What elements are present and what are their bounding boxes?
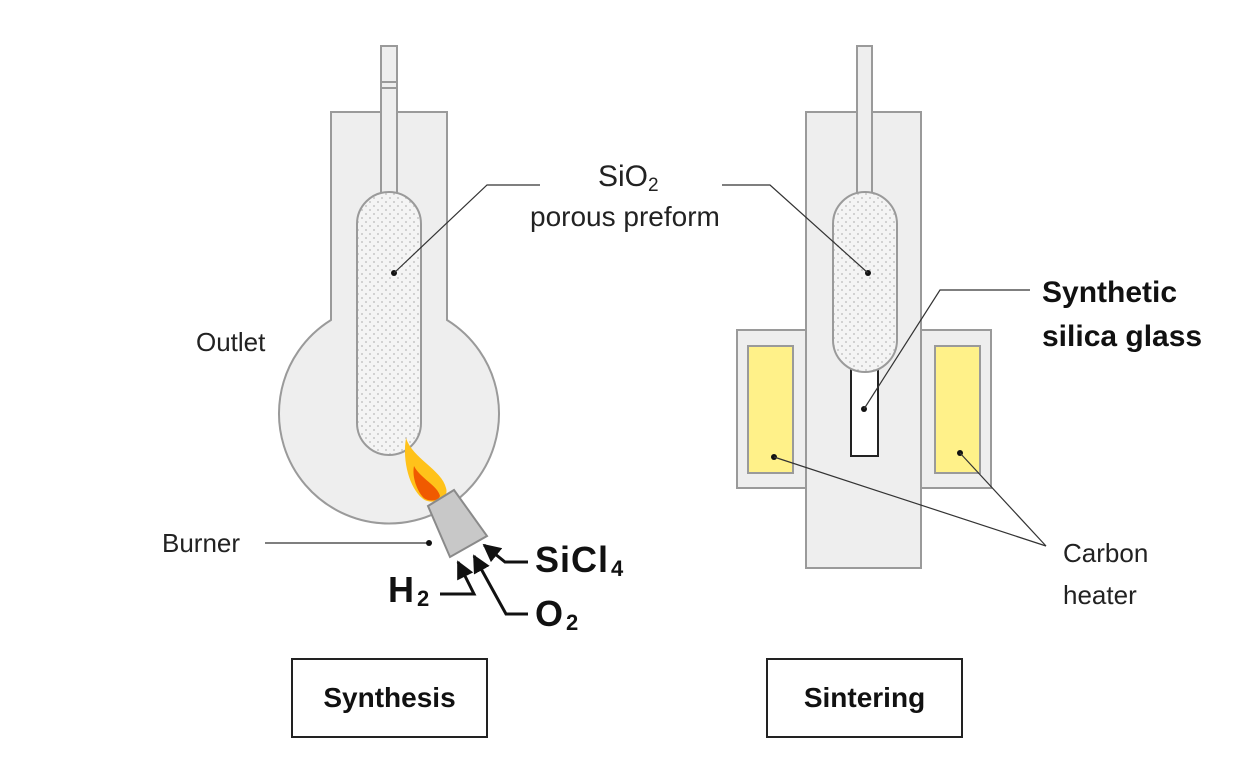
sio2-label: SiO2: [598, 160, 659, 203]
h2-label-main: H: [388, 569, 415, 610]
flame-outer: [404, 438, 447, 502]
sintering-caption: Sintering: [766, 658, 963, 738]
synthesis-caption: Synthesis: [291, 658, 488, 738]
o2-label-main: O: [535, 593, 565, 634]
heater-leader-right: [959, 452, 1047, 547]
o2-label-subscript: 2: [566, 610, 580, 635]
sio2-label-main: SiO: [598, 160, 649, 193]
sicl4-label: SiCl4: [535, 540, 624, 589]
carbon-heater-label-line2: heater: [1063, 580, 1137, 610]
sio2-leader-right: [722, 184, 869, 274]
sio2-leader-left: [393, 184, 540, 274]
synthesis-apparatus: [265, 45, 528, 616]
sio2-label-subscript: 2: [648, 175, 659, 196]
synthetic-silica-glass-label-line1: Synthetic: [1042, 276, 1178, 309]
h2-arrow: [440, 560, 477, 596]
sicl4-label-main: SiCl: [535, 539, 610, 580]
porous-preform-label: porous preform: [530, 201, 720, 232]
glass-leader: [863, 289, 1030, 410]
burner-nozzle: [426, 488, 489, 559]
h2-label: H2: [388, 570, 430, 619]
o2-label: O2: [535, 594, 579, 643]
carbon-heater-label-line1: Carbon: [1063, 538, 1149, 568]
sintering-apparatus: [736, 45, 992, 569]
sintering-porous-preform: [832, 191, 898, 373]
sintering-rod: [856, 45, 873, 207]
synthesis-rod: [380, 45, 398, 207]
burner-label: Burner: [162, 528, 241, 558]
heater-leader-left: [773, 456, 1047, 547]
h2-label-subscript: 2: [417, 586, 431, 611]
carbon-heater-left: [747, 345, 794, 474]
sicl4-arrow: [482, 543, 528, 564]
synthesis-porous-preform: [356, 191, 422, 456]
flame-inner: [413, 466, 440, 501]
leader-lines: [393, 184, 1047, 547]
synthetic-silica-glass-label-line2: silica glass: [1042, 320, 1203, 353]
o2-arrow: [472, 554, 528, 616]
outlet-label: Outlet: [196, 327, 266, 357]
sicl4-label-subscript: 4: [611, 556, 625, 581]
